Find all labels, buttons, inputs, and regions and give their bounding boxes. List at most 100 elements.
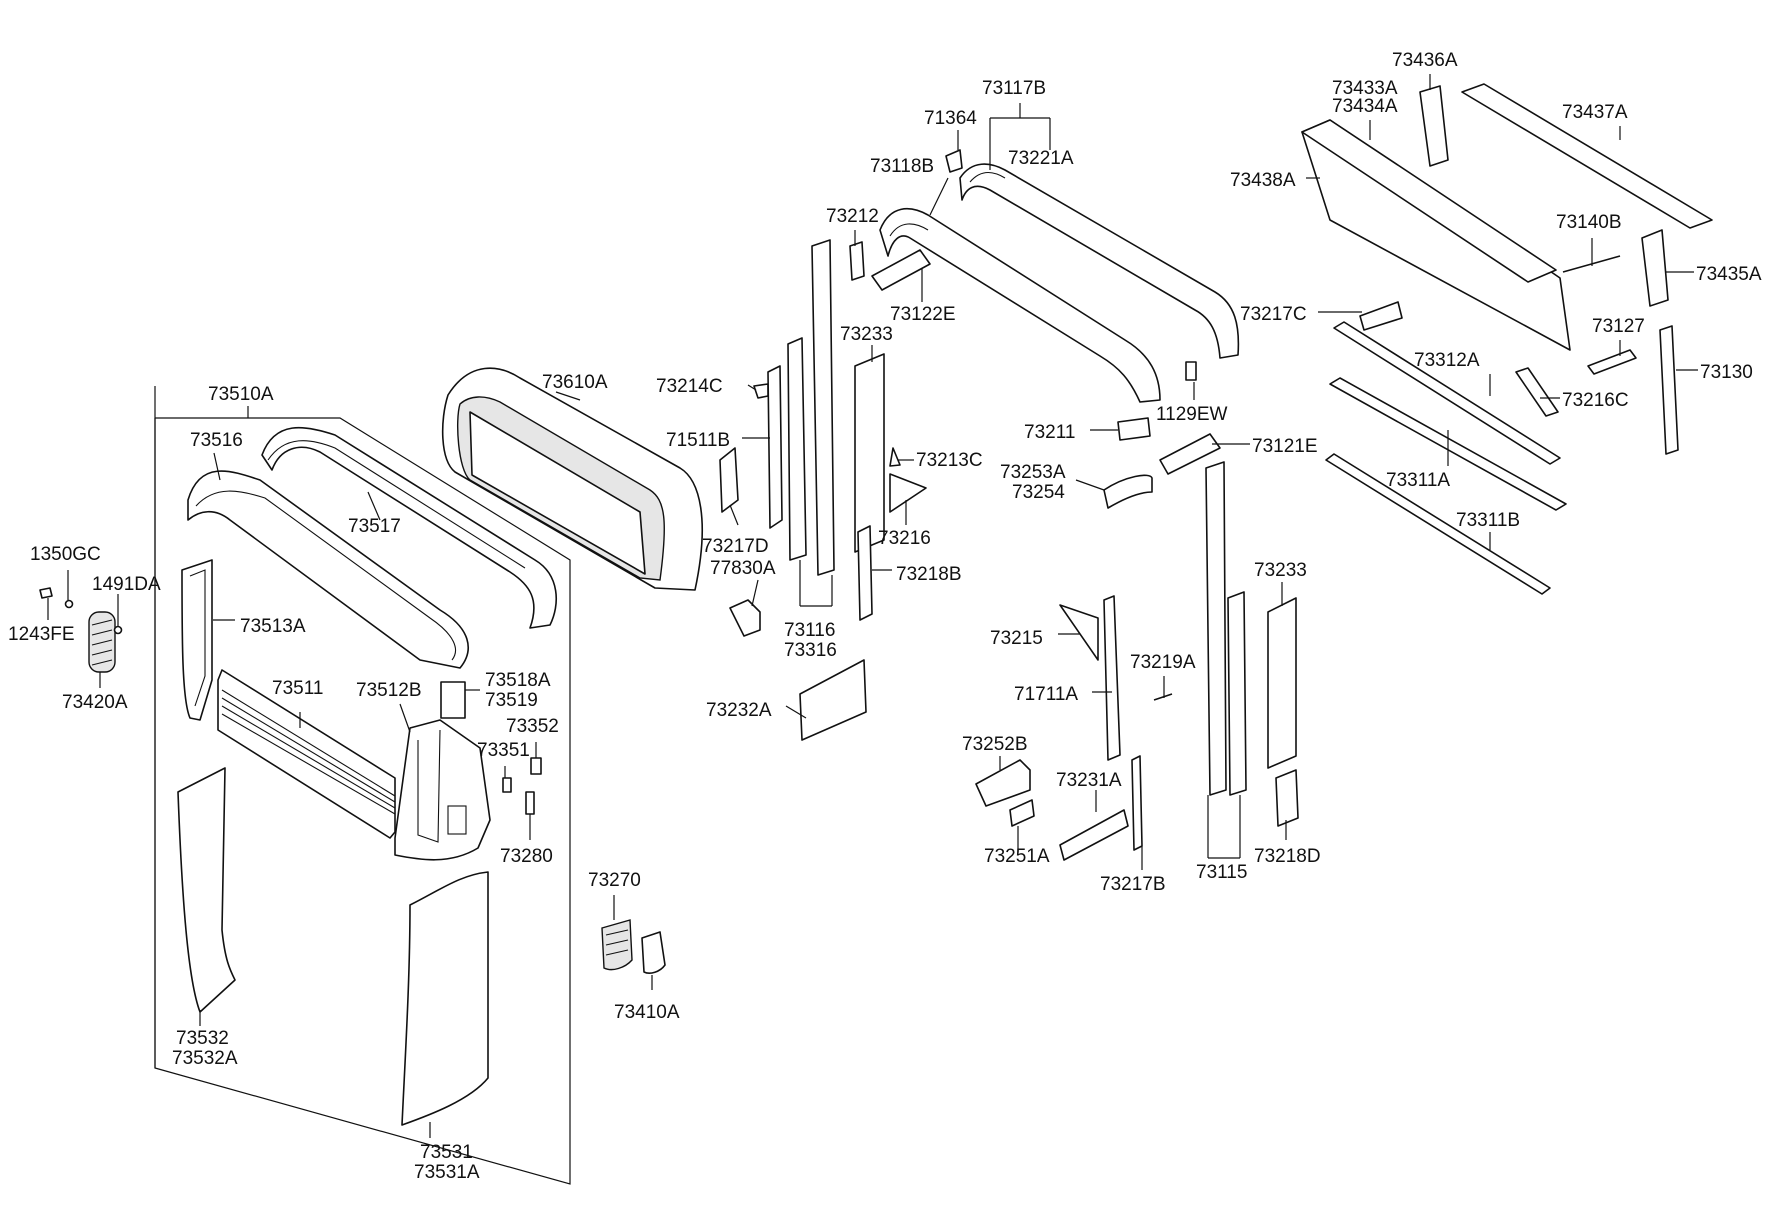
label-73130: 73130 — [1700, 362, 1753, 383]
part-73516-panel — [187, 470, 469, 669]
label-73214C: 73214C — [656, 376, 723, 397]
label-73532A: 73532A — [172, 1048, 238, 1069]
label-73510A: 73510A — [208, 384, 274, 405]
label-73216: 73216 — [878, 528, 931, 549]
part-73233-plate-b — [1267, 597, 1297, 769]
label-73511: 73511 — [272, 678, 323, 699]
label-73116: 73116 — [784, 620, 835, 641]
label-73270: 73270 — [588, 870, 641, 891]
part-73118B-roof-arch — [879, 208, 1161, 403]
leader-lines — [47, 74, 1698, 1138]
part-71511B-pillar — [767, 365, 783, 529]
part-73311B-beam — [1325, 453, 1551, 595]
part-73532-panel — [177, 767, 236, 1013]
label-73233-a: 73233 — [840, 324, 893, 345]
part-73127-bracket — [1587, 349, 1637, 375]
part-73212-bracket — [849, 241, 865, 281]
part-1243FE-screw — [39, 587, 53, 599]
label-73127: 73127 — [1592, 316, 1645, 337]
label-73610A: 73610A — [542, 372, 608, 393]
label-73513A: 73513A — [240, 616, 306, 637]
part-77830A-bracket — [729, 599, 761, 637]
label-73218D: 73218D — [1254, 846, 1321, 867]
part-73518A-plate — [440, 681, 466, 719]
part-71711A-pillar — [1103, 595, 1121, 761]
part-73312A-beam — [1333, 321, 1561, 465]
label-73435A: 73435A — [1696, 264, 1762, 285]
part-73215-gusset — [1059, 604, 1099, 661]
part-73517-panel — [261, 426, 558, 629]
label-73217C: 73217C — [1240, 304, 1307, 325]
part-73280-clip — [525, 791, 535, 815]
label-73122E: 73122E — [890, 304, 956, 325]
label-73217D: 73217D — [702, 536, 769, 557]
label-73280: 73280 — [500, 846, 553, 867]
label-73212: 73212 — [826, 206, 879, 227]
label-73436A: 73436A — [1392, 50, 1458, 71]
label-73231A: 73231A — [1056, 770, 1122, 791]
label-73438A: 73438A — [1230, 170, 1296, 191]
part-1129EW-bolt — [1185, 361, 1197, 381]
label-73512B: 73512B — [356, 680, 422, 701]
part-73420A-grille — [88, 611, 116, 673]
label-71364: 71364 — [924, 108, 977, 129]
label-73213C: 73213C — [916, 450, 983, 471]
label-71511B: 71511B — [666, 430, 730, 451]
label-73316: 73316 — [784, 640, 837, 661]
part-73116-pillar — [787, 239, 835, 576]
label-73312A: 73312A — [1414, 350, 1480, 371]
label-73118B: 73118B — [870, 156, 934, 177]
part-73130-pillar — [1659, 325, 1679, 455]
part-73216C-bracket — [1515, 367, 1559, 417]
part-73435A-bracket — [1641, 229, 1669, 307]
label-73420A: 73420A — [62, 692, 128, 713]
part-73352-clip — [530, 757, 542, 775]
label-73254: 73254 — [1012, 482, 1065, 503]
label-73516: 73516 — [190, 430, 243, 451]
part-73217D-bracket — [719, 447, 739, 513]
part-73115-pillar — [1205, 461, 1247, 796]
label-73211: 73211 — [1024, 422, 1075, 443]
label-73218B: 73218B — [896, 564, 962, 585]
label-73121E: 73121E — [1252, 436, 1318, 457]
label-73434A: 73434A — [1332, 96, 1398, 117]
part-73437A-rear-panel — [1461, 83, 1713, 229]
label-1491DA: 1491DA — [92, 574, 161, 595]
part-73211-bracket — [1117, 417, 1151, 441]
label-73410A: 73410A — [614, 1002, 680, 1023]
part-73513A-trim — [181, 559, 213, 721]
label-73433A: 73433A — [1332, 78, 1398, 99]
label-73140B: 73140B — [1556, 212, 1622, 233]
part-73121E-bracket — [1159, 433, 1221, 475]
part-73218B-bracket — [857, 525, 873, 621]
label-73351: 73351 — [477, 740, 530, 761]
part-73531-panel — [401, 871, 489, 1126]
part-73512B-corner — [394, 719, 491, 861]
label-73233-b: 73233 — [1254, 560, 1307, 581]
label-1350GC: 1350GC — [30, 544, 101, 565]
part-1491DA-nut — [113, 625, 123, 635]
part-73214C-bracket — [753, 383, 769, 399]
part-73122E-bracket — [871, 249, 931, 291]
part-73253A-bracket — [1103, 474, 1153, 509]
part-73270-grille — [601, 919, 633, 971]
part-71364-bracket — [945, 149, 963, 173]
label-1129EW: 1129EW — [1156, 404, 1228, 425]
label-73252B: 73252B — [962, 734, 1028, 755]
part-73217C-bracket — [1359, 301, 1403, 331]
assembly-frame-73510A — [154, 386, 571, 1185]
part-73233-plate-a — [854, 353, 885, 553]
label-73531: 73531 — [420, 1142, 473, 1163]
label-71711A: 71711A — [1014, 684, 1078, 705]
label-73532: 73532 — [176, 1028, 229, 1049]
part-73410A-cover — [641, 931, 666, 974]
label-73311A: 73311A — [1386, 470, 1450, 491]
part-73351-clip — [502, 777, 512, 793]
part-1350GC-fastener — [64, 599, 74, 609]
label-77830A: 77830A — [710, 558, 776, 579]
label-73115: 73115 — [1196, 862, 1247, 883]
label-73117B: 73117B — [982, 78, 1046, 99]
label-73217B: 73217B — [1100, 874, 1166, 895]
label-73216C: 73216C — [1562, 390, 1629, 411]
